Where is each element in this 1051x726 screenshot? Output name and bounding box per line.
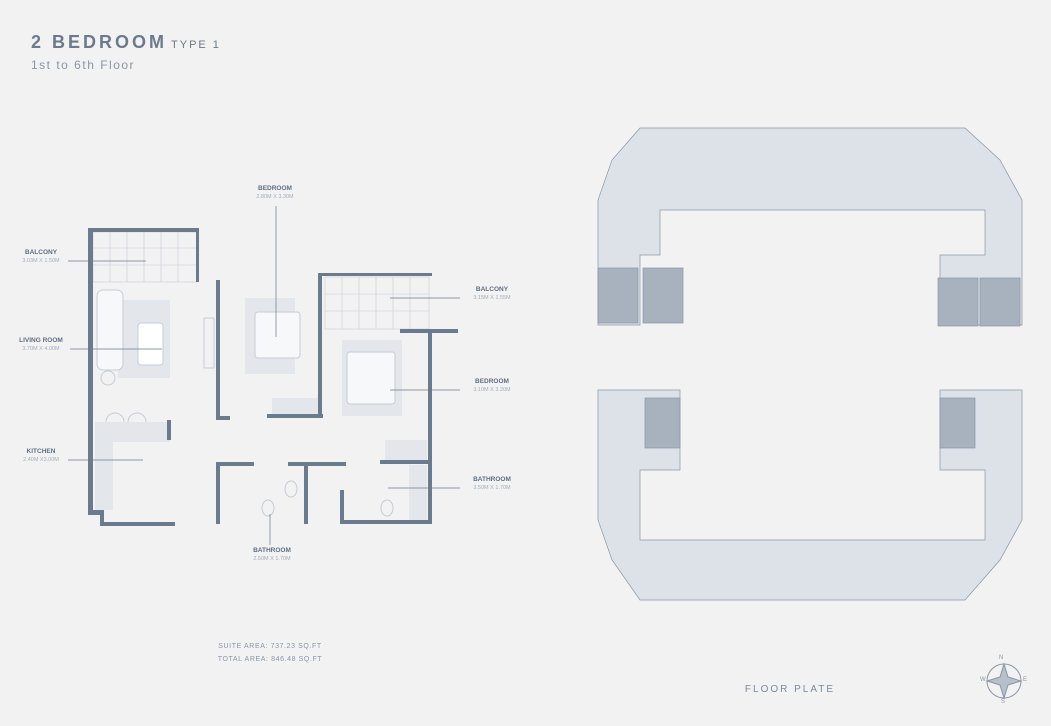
leader-lines [68, 206, 460, 545]
compass-e: E [1023, 677, 1028, 683]
compass-icon [985, 662, 1023, 700]
floor-plate-diagram [597, 127, 1023, 601]
total-area: TOTAL AREA: 846.48 SQ.FT [217, 656, 323, 663]
compass-w: W [980, 677, 986, 683]
walls [88, 228, 458, 526]
suite-area: SUITE AREA: 737.23 SQ.FT [218, 643, 322, 650]
compass-n: N [999, 655, 1004, 661]
compass-s: S [1001, 699, 1006, 705]
floor-plate-label: FLOOR PLATE [744, 684, 836, 695]
furniture [95, 289, 427, 520]
floor-range: 1st to 6th Floor [31, 58, 136, 72]
